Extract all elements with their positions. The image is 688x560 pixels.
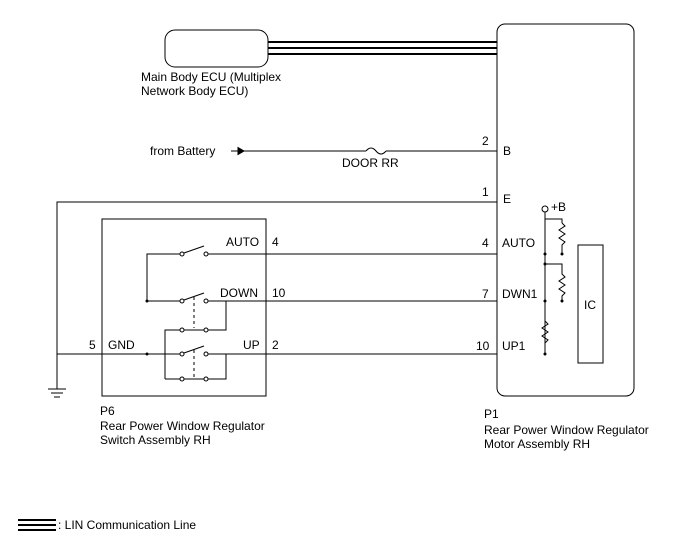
resistor-up1	[541, 320, 549, 344]
switch-name-line1: Rear Power Window Regulator	[100, 419, 265, 433]
up-switch	[57, 299, 497, 382]
switch-pin-up-name: UP	[243, 338, 260, 352]
switch-code: P6	[100, 404, 115, 418]
plus-b-label: +B	[551, 200, 566, 214]
main-body-ecu-box	[164, 29, 269, 68]
motor-pin-1-name: E	[503, 192, 511, 206]
motor-assembly-box	[496, 23, 635, 397]
down-switch	[147, 292, 497, 379]
ic-label: IC	[584, 298, 596, 312]
resistor-auto	[558, 222, 566, 254]
switch-pin-auto-name: AUTO	[226, 235, 259, 249]
battery-label: from Battery	[150, 144, 215, 158]
motor-code: P1	[484, 407, 499, 421]
legend-lin-symbol	[18, 519, 56, 531]
ground-symbol	[48, 388, 66, 398]
motor-pin-auto-name: AUTO	[502, 236, 535, 250]
motor-pin-up1-name: UP1	[502, 339, 526, 353]
lin-communication-bundle	[268, 41, 497, 55]
switch-pin-auto-num: 4	[272, 235, 279, 249]
motor-pin-dwn1-name: DWN1	[502, 287, 538, 301]
ecu-label-line2: Network Body ECU)	[141, 84, 248, 98]
switch-pin-down-num: 10	[272, 286, 286, 300]
motor-pin-4-num: 4	[482, 236, 489, 250]
fuse-label: DOOR RR	[342, 156, 399, 170]
auto-switch	[146, 245, 497, 301]
plus-b-supply	[541, 205, 563, 354]
motor-pin-10-num: 10	[476, 339, 490, 353]
switch-name-line2: Switch Assembly RH	[100, 433, 211, 447]
ic-block	[577, 244, 604, 364]
resistor-dwn1	[545, 263, 566, 301]
battery-arrow	[231, 146, 245, 156]
motor-pin-1-num: 1	[482, 185, 489, 199]
legend-label: : LIN Communication Line	[58, 518, 196, 532]
fuse-door-rr	[365, 147, 387, 155]
ecu-label-line1: Main Body ECU (Multiplex	[141, 70, 281, 84]
motor-name-line1: Rear Power Window Regulator	[484, 423, 649, 437]
switch-pin-up-num: 2	[272, 338, 279, 352]
switch-pin-gnd-num: 5	[89, 338, 96, 352]
motor-pin-7-num: 7	[482, 287, 489, 301]
motor-pin-2-num: 2	[482, 134, 489, 148]
switch-pin-gnd-name: GND	[108, 338, 135, 352]
ground-wire-e	[56, 201, 497, 389]
motor-name-line2: Motor Assembly RH	[484, 437, 590, 451]
motor-pin-2-name: B	[503, 144, 511, 158]
switch-pin-down-name: DOWN	[220, 286, 258, 300]
switch-assembly-box	[101, 218, 267, 397]
